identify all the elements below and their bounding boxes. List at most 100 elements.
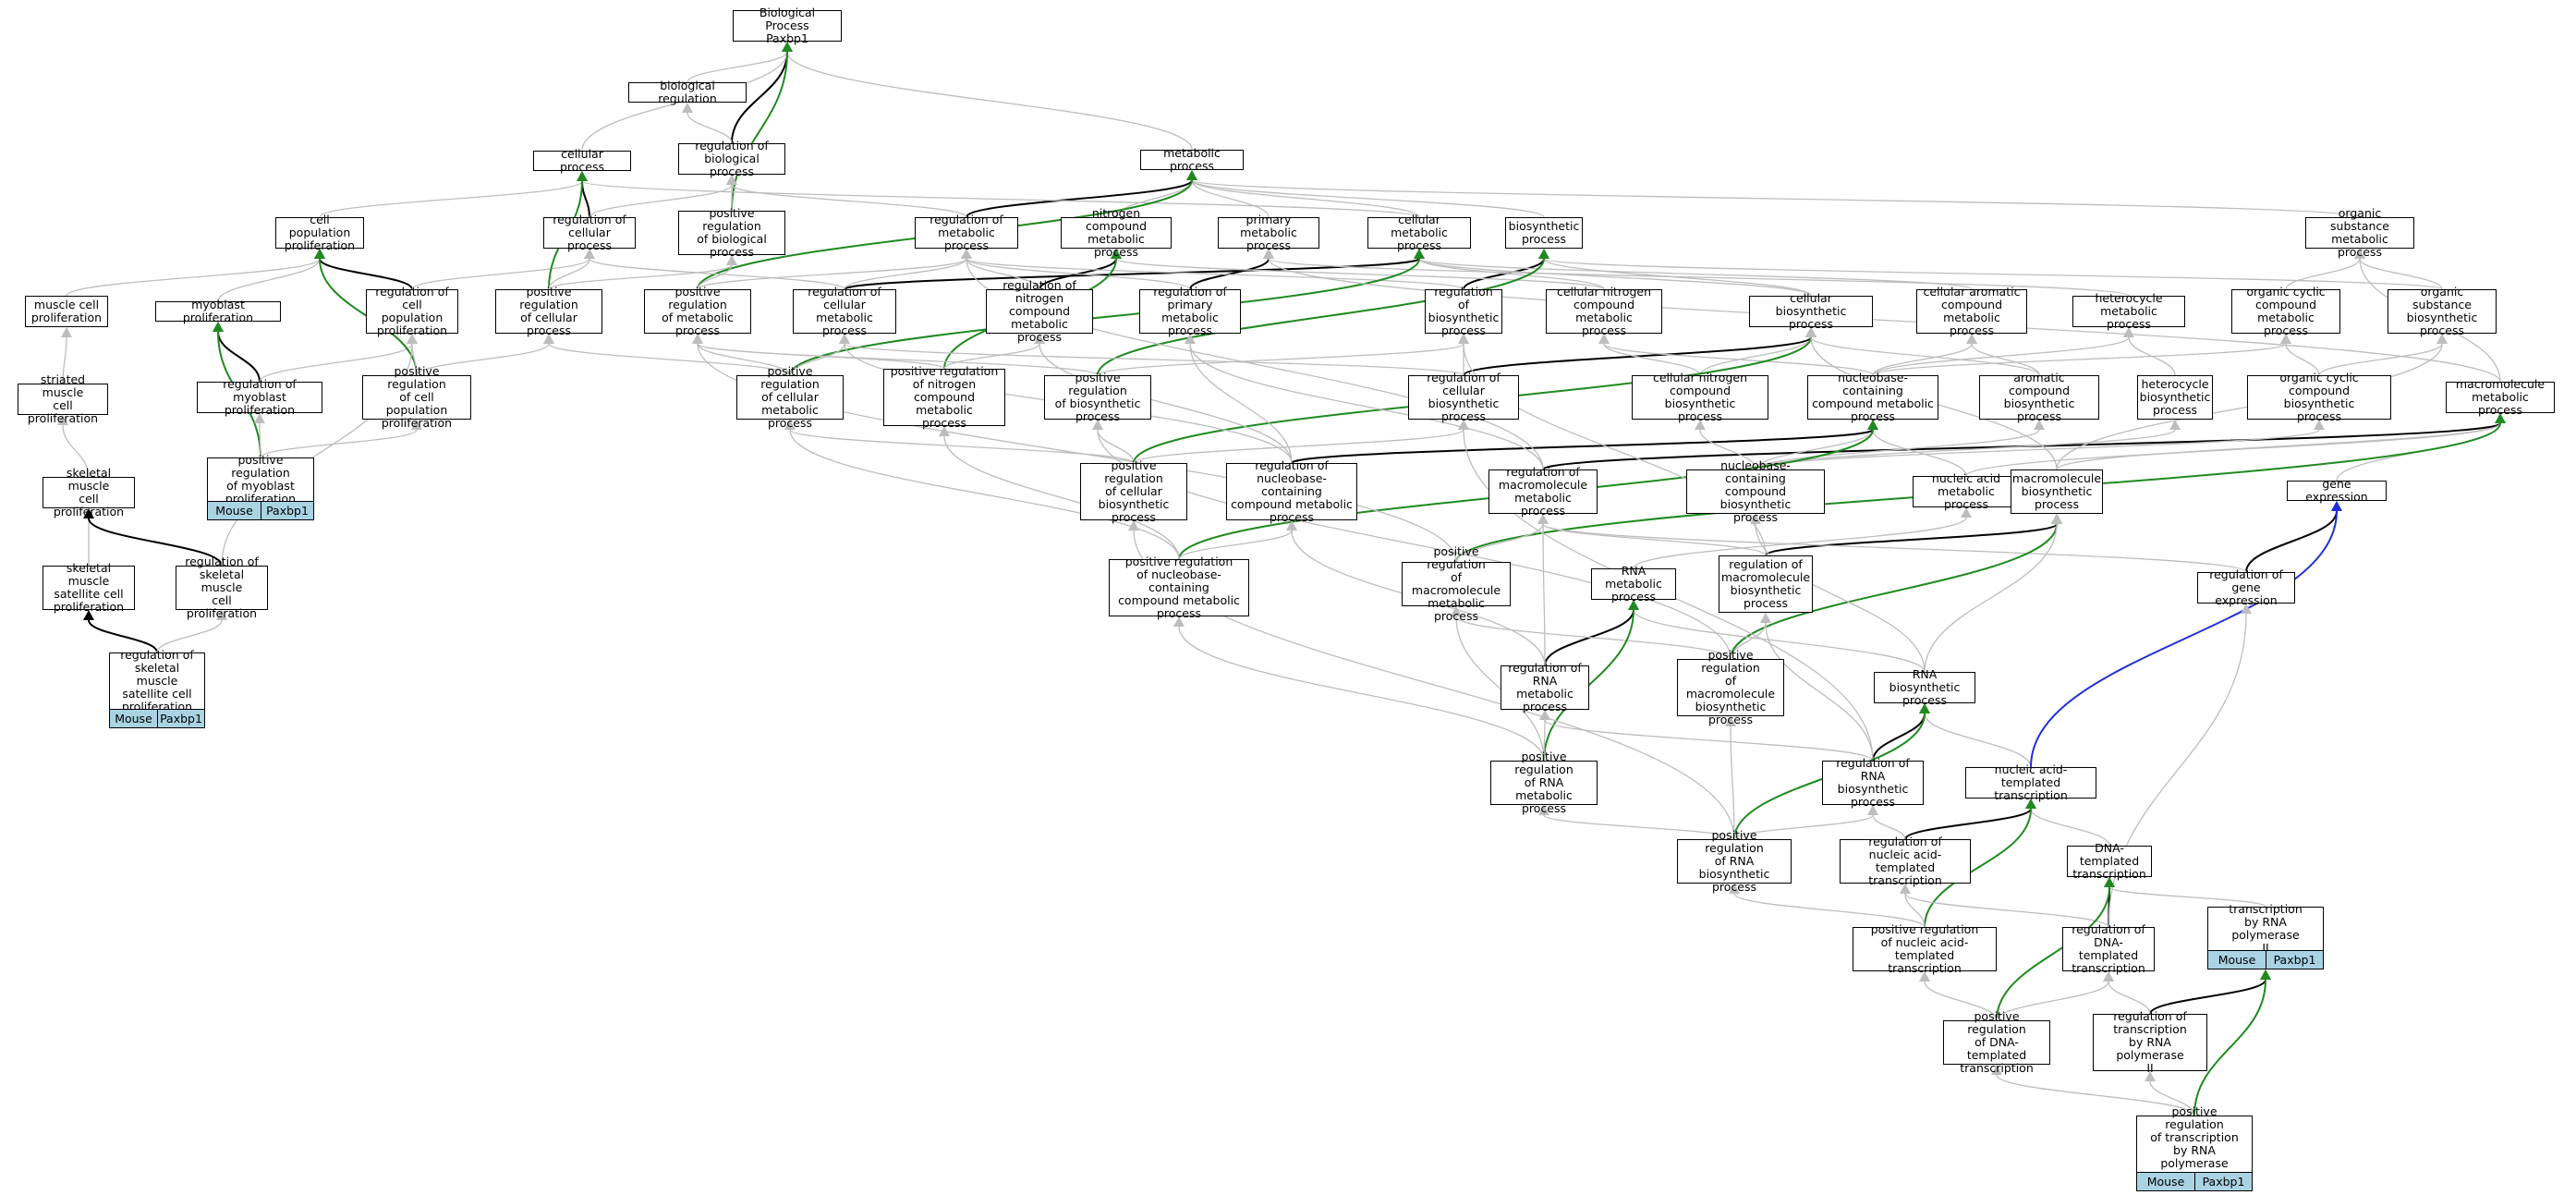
- go-term-regcellbsp[interactable]: regulation of cellular biosynthetic proc…: [1408, 372, 1519, 423]
- go-term-skm[interactable]: skeletal muscle cell proliferation: [43, 467, 135, 518]
- go-term-dtt[interactable]: DNA-templated transcription: [2067, 842, 2152, 881]
- go-term-regmyo[interactable]: regulation of myoblast proliferation: [197, 378, 322, 417]
- go-term-cncbp[interactable]: cellular nitrogen compound biosynthetic …: [1632, 372, 1768, 423]
- go-term-regtrpol2[interactable]: regulation of transcription by RNA polym…: [2093, 1010, 2207, 1075]
- go-term-posregnbcmp[interactable]: positive regulation of nucleobase-contai…: [1109, 555, 1249, 620]
- go-term-occmp[interactable]: organic cyclic compound metabolic proces…: [2231, 286, 2340, 337]
- arrowhead-is_a: [1695, 420, 1706, 430]
- edge-is_a-posregnbcmp-to-posregcellmet: [789, 429, 1180, 560]
- go-term-posregbio[interactable]: positive regulation of biological proces…: [678, 207, 785, 259]
- go-term-cellpop[interactable]: cell population proliferation: [275, 213, 364, 252]
- edge-regulates-regbio-to-bp: [731, 51, 788, 144]
- go-term-bp[interactable]: Biological Process Paxbp1: [733, 6, 842, 45]
- go-term-cncmp[interactable]: cellular nitrogen compound metabolic pro…: [1546, 286, 1662, 337]
- go-term-posregncmp[interactable]: positive regulation of nitrogen compound…: [883, 365, 1005, 430]
- go-term-occbp[interactable]: organic cyclic compound biosynthetic pro…: [2247, 372, 2391, 423]
- go-term-regmbp[interactable]: regulation of macromolecule biosynthetic…: [1719, 555, 1813, 613]
- go-term-musclecell[interactable]: muscle cell proliferation: [25, 296, 108, 327]
- edge-is_a-posregnbcmp-to-regnbcmp: [1178, 530, 1293, 560]
- arrowhead-positively_regulates: [1538, 249, 1549, 259]
- arrowhead-is_a: [2145, 1071, 2156, 1081]
- go-term-posregcell[interactable]: positive regulation of cellular process: [495, 286, 602, 337]
- go-term-osmp[interactable]: organic substance metabolic process: [2305, 207, 2414, 259]
- go-term-nbcbp[interactable]: nucleobase-containing compound biosynthe…: [1686, 459, 1825, 524]
- go-term-posregmmp[interactable]: positive regulation of macromolecule met…: [1402, 545, 1511, 623]
- go-term-posregcbsp[interactable]: positive regulation of cellular biosynth…: [1080, 459, 1187, 524]
- go-term-regpmp[interactable]: regulation of primary metabolic process: [1139, 286, 1241, 337]
- arrowhead-is_a: [2354, 249, 2365, 259]
- go-term-cacmp[interactable]: cellular aromatic compound metabolic pro…: [1916, 286, 2027, 337]
- edge-is_a-posregcell-to-posregbio: [548, 264, 733, 290]
- go-term-metproc[interactable]: metabolic process: [1140, 147, 1244, 173]
- edge-is_a-nbcmp-to-hetmp: [1872, 336, 2130, 376]
- go-term-regsksat[interactable]: regulation of skeletal muscle satellite …: [109, 649, 205, 713]
- go-term-pmp[interactable]: primary metabolic process: [1218, 213, 1319, 252]
- edge-positively_regulates-posregdtt-to-dtt: [1996, 886, 2110, 1021]
- arrowhead-is_a: [1539, 710, 1550, 720]
- go-term-mbp[interactable]: macromolecule biosynthetic process: [2011, 469, 2103, 514]
- edge-is_a-rnabp-to-mbp: [1924, 523, 2058, 673]
- go-term-rnamp[interactable]: RNA metabolic process: [1591, 565, 1676, 604]
- go-term-posregtrpol2[interactable]: positive regulation of transcription by …: [2136, 1105, 2253, 1183]
- go-term-cmp[interactable]: cellular metabolic process: [1367, 213, 1471, 252]
- go-term-posregnatt[interactable]: positive regulation of nucleic acid-temp…: [1853, 923, 1997, 975]
- go-term-regnbcmp[interactable]: regulation of nucleobase-containing comp…: [1226, 459, 1357, 524]
- go-term-cbsp[interactable]: cellular biosynthetic process: [1749, 292, 1873, 331]
- go-term-sksat[interactable]: skeletal muscle satellite cell prolifera…: [43, 562, 135, 614]
- go-term-regmmp[interactable]: regulation of macromolecule metabolic pr…: [1488, 466, 1598, 518]
- go-term-posregcellmet[interactable]: positive regulation of cellular metaboli…: [736, 365, 844, 430]
- go-term-regmet[interactable]: regulation of metabolic process: [915, 213, 1018, 252]
- go-term-regbsp[interactable]: regulation of biosynthetic process: [1425, 286, 1502, 337]
- go-term-striated[interactable]: striated muscle cell proliferation: [18, 373, 108, 425]
- go-term-bioreg[interactable]: biological regulation: [628, 79, 747, 105]
- go-term-reggeneexp[interactable]: regulation of gene expression: [2197, 568, 2295, 607]
- go-term-posregrnabp[interactable]: positive regulation of RNA biosynthetic …: [1677, 829, 1792, 894]
- go-term-nbcmp[interactable]: nucleobase-containing compound metabolic…: [1807, 372, 1938, 423]
- go-term-posregmyo[interactable]: positive regulation of myoblast prolifer…: [207, 454, 314, 506]
- go-term-hetbp[interactable]: heterocycle biosynthetic process: [2137, 375, 2213, 420]
- go-term-mmp[interactable]: macromolecule metabolic process: [2446, 378, 2555, 417]
- arrowhead-is_a: [1458, 420, 1469, 430]
- go-term-posregdtt[interactable]: positive regulation of DNA-templated tra…: [1943, 1010, 2050, 1075]
- go-term-rnabp[interactable]: RNA biosynthetic process: [1874, 668, 1975, 707]
- go-term-regskm[interactable]: regulation of skeletal muscle cell proli…: [176, 555, 268, 620]
- go-term-regcellmet[interactable]: regulation of cellular metabolic process: [793, 286, 896, 337]
- go-term-posregrnamp[interactable]: positive regulation of RNA metabolic pro…: [1490, 750, 1598, 815]
- go-term-posregbsp[interactable]: positive regulation of biosynthetic proc…: [1044, 372, 1151, 423]
- go-term-posregmbp[interactable]: positive regulation of macromolecule bio…: [1677, 649, 1784, 726]
- arrowhead-is_a: [1538, 805, 1549, 815]
- go-term-trpol2[interactable]: transcription by RNA polymerase II: [2207, 903, 2324, 955]
- go-term-acbp[interactable]: aromatic compound biosynthetic process: [1979, 372, 2099, 423]
- go-term-posregcellpop[interactable]: positive regulation of cell population p…: [362, 365, 471, 430]
- edge-is_a-posregrnamp-to-posregmmp: [1455, 616, 1545, 762]
- go-term-regnatt[interactable]: regulation of nucleic acid-templated tra…: [1840, 835, 1971, 887]
- arrowhead-is_a: [57, 415, 68, 425]
- arrowhead-part_of: [2331, 501, 2342, 511]
- go-term-bsp[interactable]: biosynthetic process: [1505, 217, 1583, 249]
- go-term-ncmp[interactable]: nitrogen compound metabolic process: [1061, 207, 1172, 259]
- go-term-regcellpop[interactable]: regulation of cell population proliferat…: [366, 286, 458, 337]
- go-term-regbio[interactable]: regulation of biological process: [678, 140, 785, 178]
- go-term-regcellproc[interactable]: regulation of cellular process: [543, 213, 636, 252]
- go-term-namp[interactable]: nucleic acid metabolic process: [1913, 472, 2020, 511]
- go-term-hetmp[interactable]: heterocycle metabolic process: [2072, 292, 2185, 331]
- arrowhead-is_a: [784, 420, 796, 430]
- go-term-natt[interactable]: nucleic acid-templated transcription: [1965, 763, 2096, 802]
- go-term-myoprolif[interactable]: myoblast proliferation: [155, 299, 281, 324]
- go-term-cellproc[interactable]: cellular process: [533, 148, 631, 174]
- gene-tag: Paxbp1: [2265, 951, 2323, 969]
- edge-is_a-rnabp-to-nbcbp: [1755, 523, 1926, 673]
- go-term-posregmet[interactable]: positive regulation of metabolic process: [644, 286, 751, 337]
- go-term-regrnabp[interactable]: regulation of RNA biosynthetic process: [1822, 757, 1924, 809]
- go-term-regncmp[interactable]: regulation of nitrogen compound metaboli…: [986, 279, 1093, 344]
- go-term-regdtt[interactable]: regulation of DNA-templated transcriptio…: [2062, 923, 2155, 975]
- go-term-osbp[interactable]: organic substance biosynthetic process: [2388, 286, 2497, 337]
- go-term-geneexp[interactable]: gene expression: [2287, 478, 2387, 504]
- arrowhead-is_a: [1919, 971, 1930, 982]
- edge-is_a-posregdtt-to-posregnatt: [1924, 981, 1998, 1021]
- edge-is_a-rnamp-to-namp: [1633, 517, 1967, 569]
- go-term-regrnamp[interactable]: regulation of RNA metabolic process: [1501, 662, 1589, 713]
